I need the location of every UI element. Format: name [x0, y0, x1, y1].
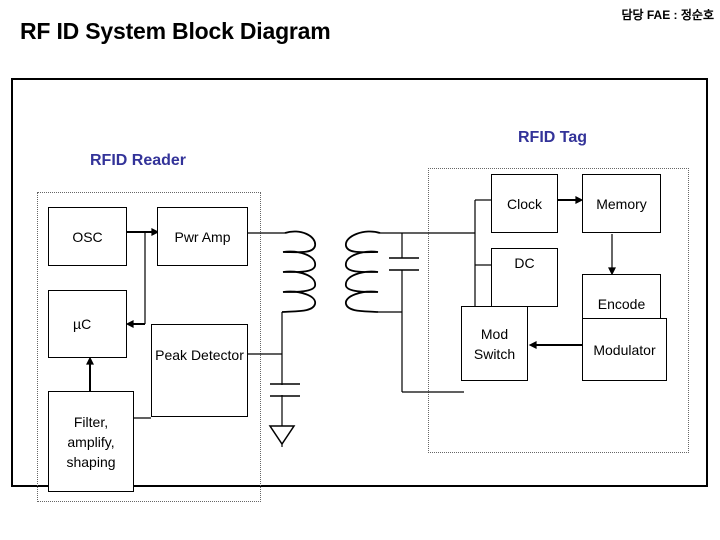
mod-switch-block: Mod Switch: [461, 306, 528, 381]
mod-switch-label-line1: Mod: [480, 325, 509, 342]
clock-label: Clock: [506, 195, 542, 212]
ground-symbol: [268, 425, 296, 446]
arrow-to-memory: [575, 196, 584, 204]
uc-block: µC: [48, 290, 127, 358]
pwr-amp-block: Pwr Amp: [157, 207, 248, 266]
pwr-amp-label: Pwr Amp: [174, 228, 231, 245]
mod-switch-label-line2: Switch: [473, 345, 516, 362]
encode-label: Encode: [597, 296, 646, 312]
modulator-label: Modulator: [593, 341, 656, 358]
tag-coil: [345, 230, 381, 313]
arrow-up-uc: [86, 356, 94, 365]
arrow-to-pwramp: [151, 228, 160, 236]
osc-block: OSC: [48, 207, 127, 266]
reader-section-label: RFID Reader: [90, 152, 187, 169]
modulator-block: Modulator: [582, 318, 667, 381]
presenter-label: 담당 FAE : 정순호: [621, 8, 714, 22]
arrow-to-modswitch: [528, 341, 537, 349]
peak-detector-label: Peak Detector: [155, 347, 244, 363]
reader-coil: [281, 230, 316, 313]
memory-block: Memory: [582, 174, 661, 233]
filter-label-line3: shaping: [66, 453, 116, 470]
osc-label: OSC: [72, 228, 103, 245]
reader-enclosure: [37, 192, 261, 502]
arrow-to-uc: [125, 320, 134, 328]
dc-block: DC: [491, 248, 558, 307]
page-title: RF ID System Block Diagram: [20, 18, 331, 44]
filter-label-line1: Filter,: [73, 413, 109, 430]
uc-label: µC: [73, 316, 92, 332]
filter-block: Filter, amplify, shaping: [48, 391, 134, 492]
diagram-frame: [11, 78, 708, 487]
tag-section-label: RFID Tag: [518, 129, 588, 146]
filter-label-line2: amplify,: [67, 433, 115, 450]
dc-label: DC: [514, 255, 535, 271]
memory-label: Memory: [596, 195, 647, 212]
tag-enclosure: [428, 168, 689, 453]
arrow-to-encode: [608, 267, 616, 276]
peak-detector-block: Peak Detector: [151, 324, 248, 417]
clock-block: Clock: [491, 174, 558, 233]
